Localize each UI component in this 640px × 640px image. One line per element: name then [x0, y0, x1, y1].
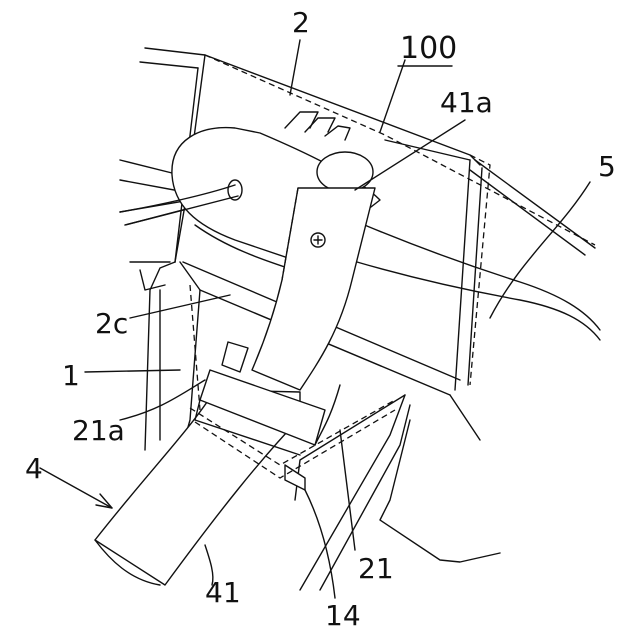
- label-4: 4: [25, 452, 43, 485]
- label-14: 14: [325, 599, 361, 632]
- label-100: 100: [400, 31, 457, 66]
- label-41a: 41a: [440, 86, 493, 119]
- label-1: 1: [62, 359, 80, 392]
- label-21a: 21a: [72, 414, 125, 447]
- label-2c: 2c: [95, 307, 128, 340]
- label-21: 21: [358, 552, 394, 585]
- label-5: 5: [598, 150, 616, 183]
- label-41: 41: [205, 576, 241, 609]
- label-2: 2: [292, 6, 310, 39]
